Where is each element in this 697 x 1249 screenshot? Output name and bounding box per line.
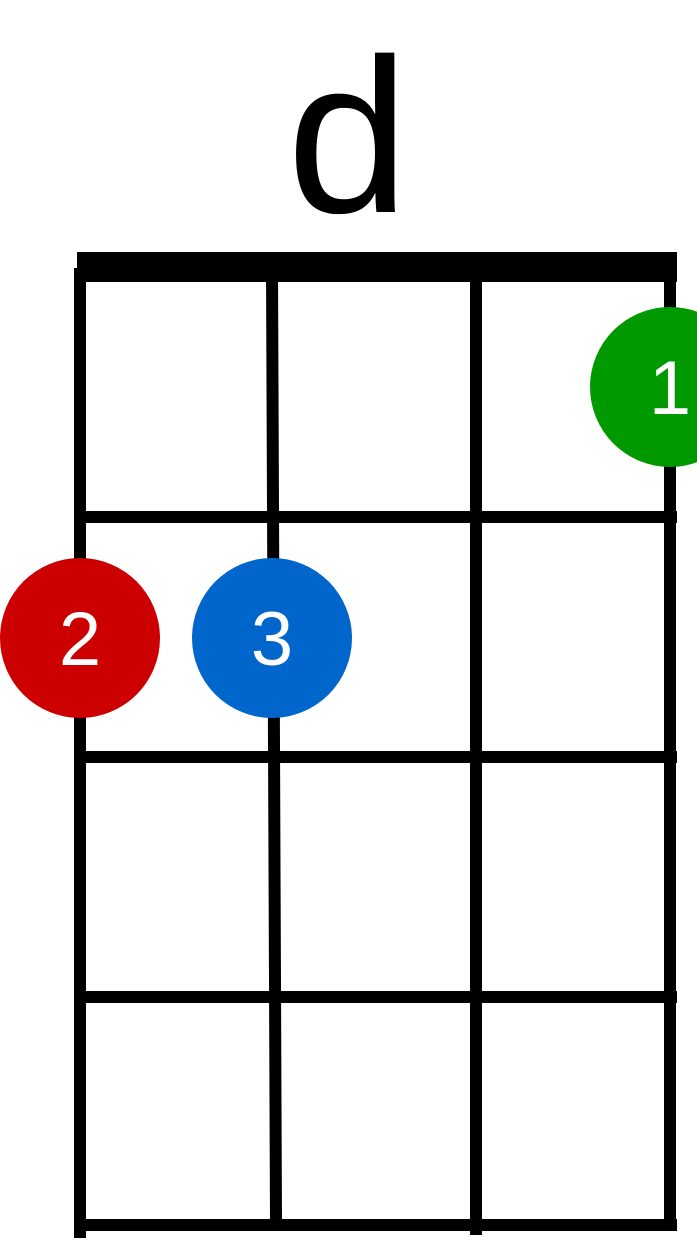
fretboard (74, 252, 677, 1238)
finger-dot (192, 558, 352, 718)
finger-label: 1 (649, 346, 691, 431)
finger-markers: 1 2 3 (0, 307, 697, 718)
finger-marker-2: 2 (0, 558, 160, 718)
finger-label: 3 (251, 597, 293, 682)
finger-dot (590, 307, 697, 467)
string-line-2 (266, 267, 282, 1223)
chord-name: d (287, 13, 409, 259)
finger-label: 2 (59, 597, 101, 682)
nut (77, 252, 677, 282)
finger-marker-3: 3 (192, 558, 352, 718)
finger-marker-1: 1 (590, 307, 697, 467)
finger-dot (0, 558, 160, 718)
